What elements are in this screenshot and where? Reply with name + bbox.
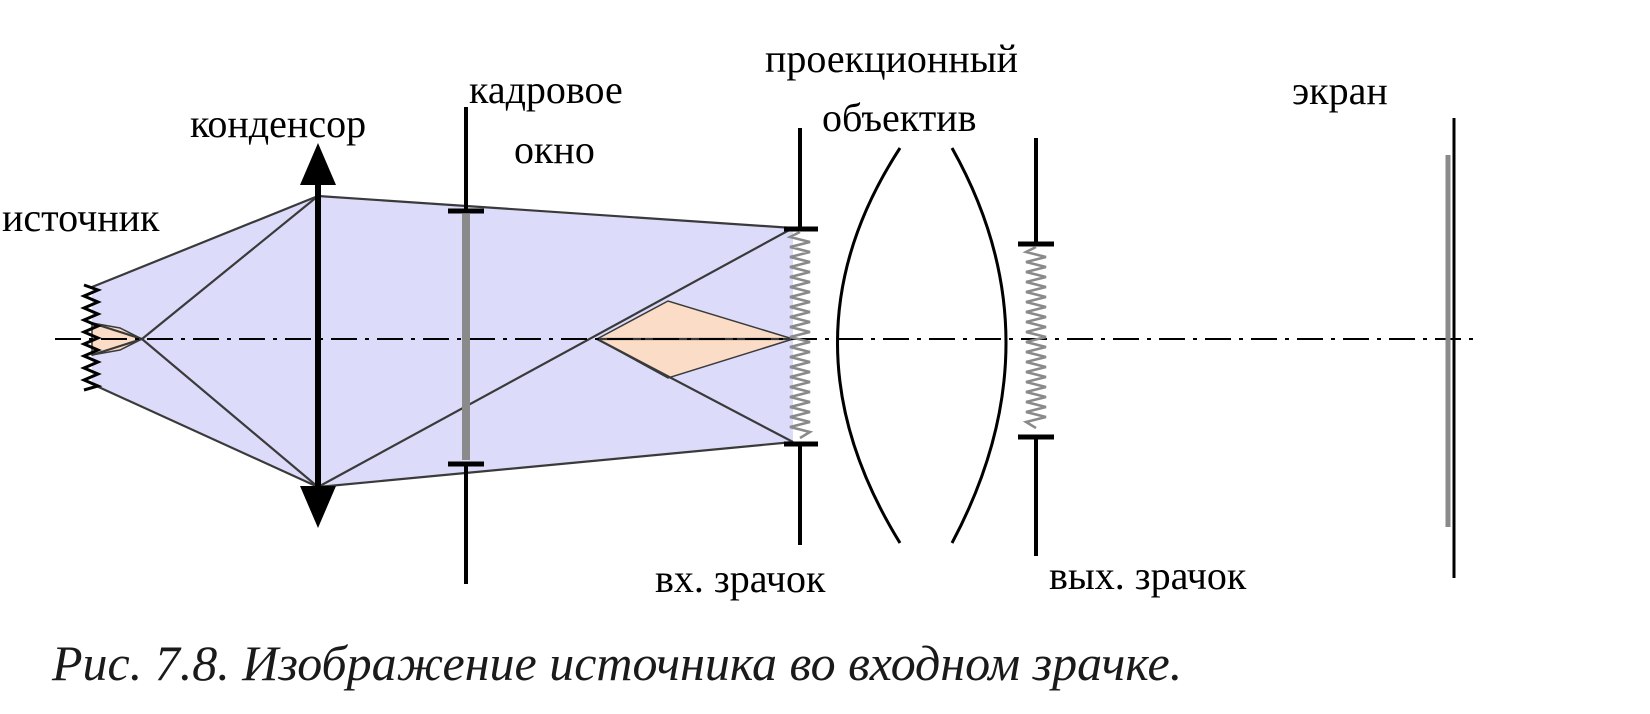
beam-condenser-to-pupil — [318, 196, 793, 487]
screen — [1445, 118, 1456, 578]
ray-lines — [91, 194, 794, 489]
label-source: источник — [2, 195, 160, 240]
figure-caption: Рис. 7.8. Изображение источника во входн… — [51, 635, 1182, 691]
label-projection-lens-line2: объектив — [822, 95, 976, 140]
condenser-lens — [300, 143, 336, 528]
frame-window — [448, 107, 484, 584]
label-frame-window-line1: кадровое — [469, 67, 623, 112]
entrance-pupil — [784, 128, 818, 545]
beam-source-to-condenser — [92, 196, 318, 487]
label-entrance-pupil: вх. зрачок — [655, 556, 826, 601]
label-exit-pupil: вых. зрачок — [1049, 553, 1247, 598]
projection-lens — [836, 147, 1008, 544]
label-condenser: конденсор — [190, 101, 366, 146]
label-screen: экран — [1292, 68, 1388, 113]
exit-pupil — [1018, 138, 1054, 556]
label-frame-window-line2: окно — [514, 127, 595, 172]
source-filament — [80, 283, 103, 392]
label-projection-lens-line1: проекционный — [765, 36, 1018, 81]
